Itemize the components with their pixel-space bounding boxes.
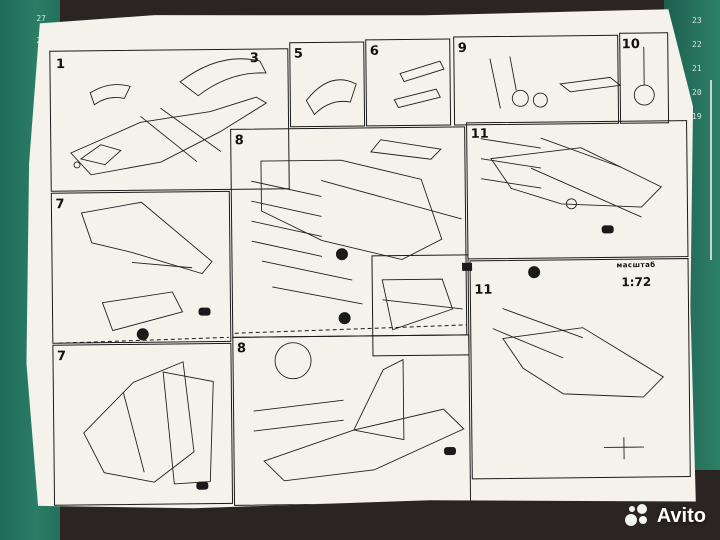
panel-frame [53, 343, 233, 505]
scale-ratio: 1:72 [621, 274, 652, 290]
ruler-number: 20 [692, 88, 702, 97]
panel-frame [290, 42, 365, 127]
intake-part [180, 58, 266, 95]
panel-frame [372, 255, 469, 356]
step-number: 10 [621, 37, 640, 53]
ruler-number: 27 [36, 14, 46, 23]
step-number: 9 [457, 40, 467, 56]
ruler-number: 22 [692, 40, 702, 49]
avito-logo-text: Avito [656, 504, 706, 527]
ruler-number: 19 [692, 112, 702, 121]
panel-frame [454, 35, 619, 125]
panel-frame [620, 33, 669, 123]
panel-frame [470, 259, 690, 479]
scale-word: масштаб [616, 260, 656, 270]
instruction-sheet: 1 3 5 6 9 10 8 7 11 7 8 11 масштаб 1:72 [19, 6, 700, 513]
step-number: 6 [369, 43, 379, 59]
step-number: 3 [249, 51, 260, 67]
step-number: 7 [56, 349, 67, 365]
ruler-number: 23 [692, 16, 702, 25]
panel-frame [467, 121, 688, 259]
scale-label: масштаб 1:72 [588, 255, 685, 310]
panel-frame [233, 335, 471, 505]
panel-frame [50, 49, 289, 191]
panel-frame [51, 191, 231, 343]
step-number: 8 [234, 133, 244, 149]
airplane-wing [261, 159, 442, 261]
avito-logo-icon [624, 504, 651, 528]
fuselage-part [70, 97, 267, 175]
step-number: 8 [236, 341, 247, 357]
step-number: 11 [474, 282, 493, 298]
step-number: 7 [55, 197, 65, 213]
avito-watermark: Avito [624, 502, 706, 530]
assembly-drawings [19, 6, 700, 513]
panel-frame [366, 39, 451, 126]
ruler-number: 21 [692, 64, 702, 73]
step-number: 11 [470, 126, 489, 142]
step-number: 5 [293, 46, 303, 62]
step-number: 1 [55, 57, 66, 73]
